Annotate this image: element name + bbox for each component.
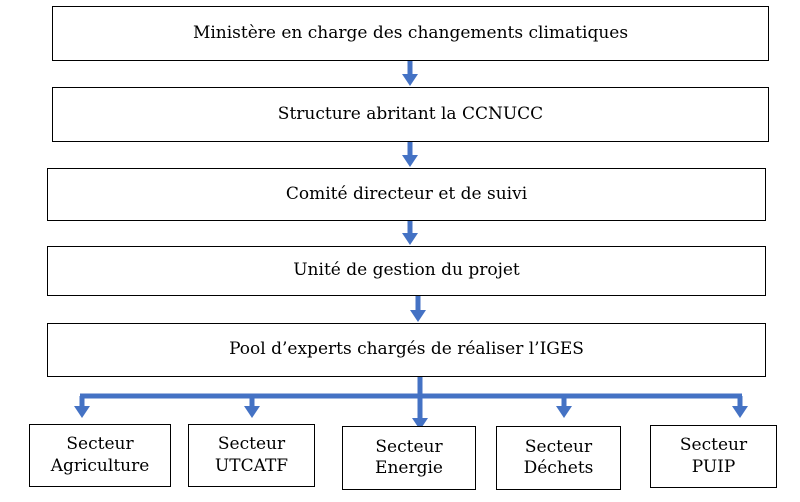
arrow-level-2-3	[402, 142, 418, 167]
level-comite-directeur: Comité directeur et de suivi	[47, 168, 766, 221]
arrow-sector-dechets	[556, 396, 572, 418]
sector-energie: Secteur Energie	[342, 426, 476, 490]
level-label: Unité de gestion du projet	[293, 260, 520, 281]
sector-line2: UTCATF	[214, 455, 289, 476]
branch-connector	[80, 377, 742, 420]
level-structure-ccnucc: Structure abritant la CCNUCC	[52, 87, 769, 142]
sector-line1: Secteur	[217, 434, 286, 455]
level-ministere: Ministère en charge des changements clim…	[52, 6, 769, 61]
level-label: Structure abritant la CCNUCC	[277, 103, 544, 124]
sector-puip: Secteur PUIP	[650, 425, 777, 488]
sector-line1: Secteur	[524, 436, 593, 457]
arrow-sector-puip	[732, 396, 748, 418]
arrow-sector-utcatf	[244, 396, 260, 418]
level-pool-experts: Pool d’experts chargés de réaliser l’IGE…	[47, 323, 766, 377]
sector-dechets: Secteur Déchets	[496, 426, 621, 490]
sector-line1: Secteur	[375, 436, 443, 457]
sector-line2: Déchets	[523, 458, 594, 478]
sector-line1: Secteur	[66, 434, 134, 455]
level-label: Comité directeur et de suivi	[285, 183, 528, 204]
arrow-level-3-4	[402, 221, 418, 245]
level-label: Pool d’experts chargés de réaliser l’IGE…	[229, 339, 584, 360]
sector-line2: PUIP	[691, 456, 736, 477]
arrow-level-1-2	[402, 61, 418, 86]
level-unite-gestion: Unité de gestion du projet	[47, 246, 766, 296]
sector-utcatf: Secteur UTCATF	[188, 424, 315, 487]
arrow-sector-agriculture	[74, 396, 90, 418]
arrow-level-4-5	[410, 296, 426, 322]
arrow-sector-energie	[412, 418, 428, 430]
sector-agriculture: Secteur Agriculture	[29, 424, 171, 487]
sector-line2: Energie	[375, 458, 443, 478]
sector-line2: Agriculture	[50, 455, 150, 476]
sector-line1: Secteur	[679, 435, 748, 456]
level-label: Ministère en charge des changements clim…	[192, 22, 629, 43]
